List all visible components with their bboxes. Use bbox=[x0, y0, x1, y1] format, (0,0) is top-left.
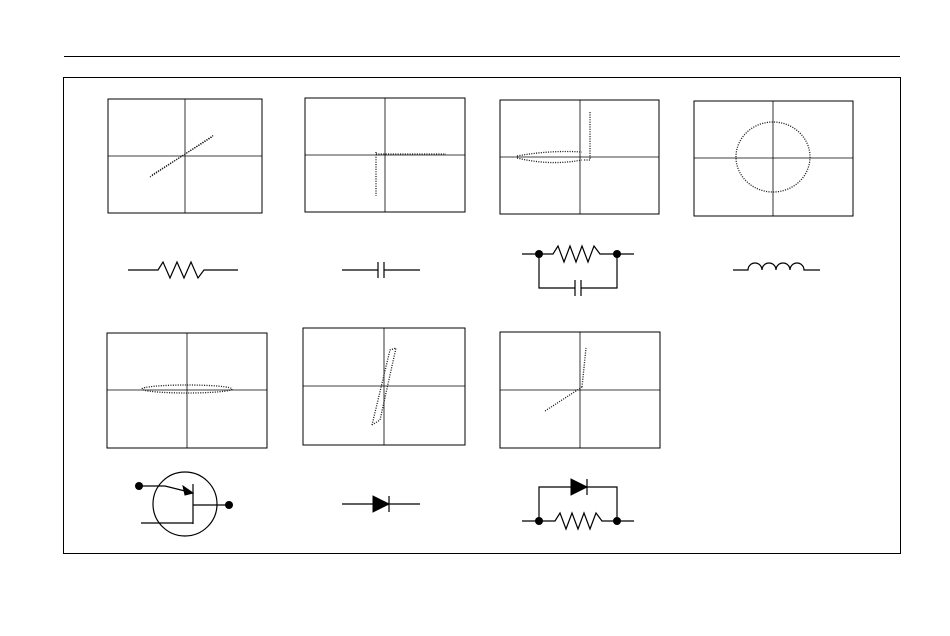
diode-resistor-parallel-icon bbox=[522, 479, 634, 529]
scope-panel-capacitor bbox=[305, 98, 465, 212]
diode-icon bbox=[342, 496, 420, 512]
scope-panel-diode-resistor-parallel bbox=[500, 332, 660, 448]
rc-parallel-icon bbox=[522, 246, 634, 296]
scope-panel-resistor-capacitor-parallel bbox=[500, 100, 659, 214]
scope-panel-diode bbox=[303, 328, 465, 445]
scope-panel-resistor bbox=[108, 99, 262, 213]
resistor-icon bbox=[128, 262, 238, 278]
scope-panel-transistor bbox=[107, 333, 267, 448]
capacitor-icon bbox=[342, 262, 420, 278]
transistor-icon bbox=[135, 472, 233, 536]
inductor-icon bbox=[733, 263, 820, 270]
scope-panel-inductor bbox=[694, 101, 853, 216]
